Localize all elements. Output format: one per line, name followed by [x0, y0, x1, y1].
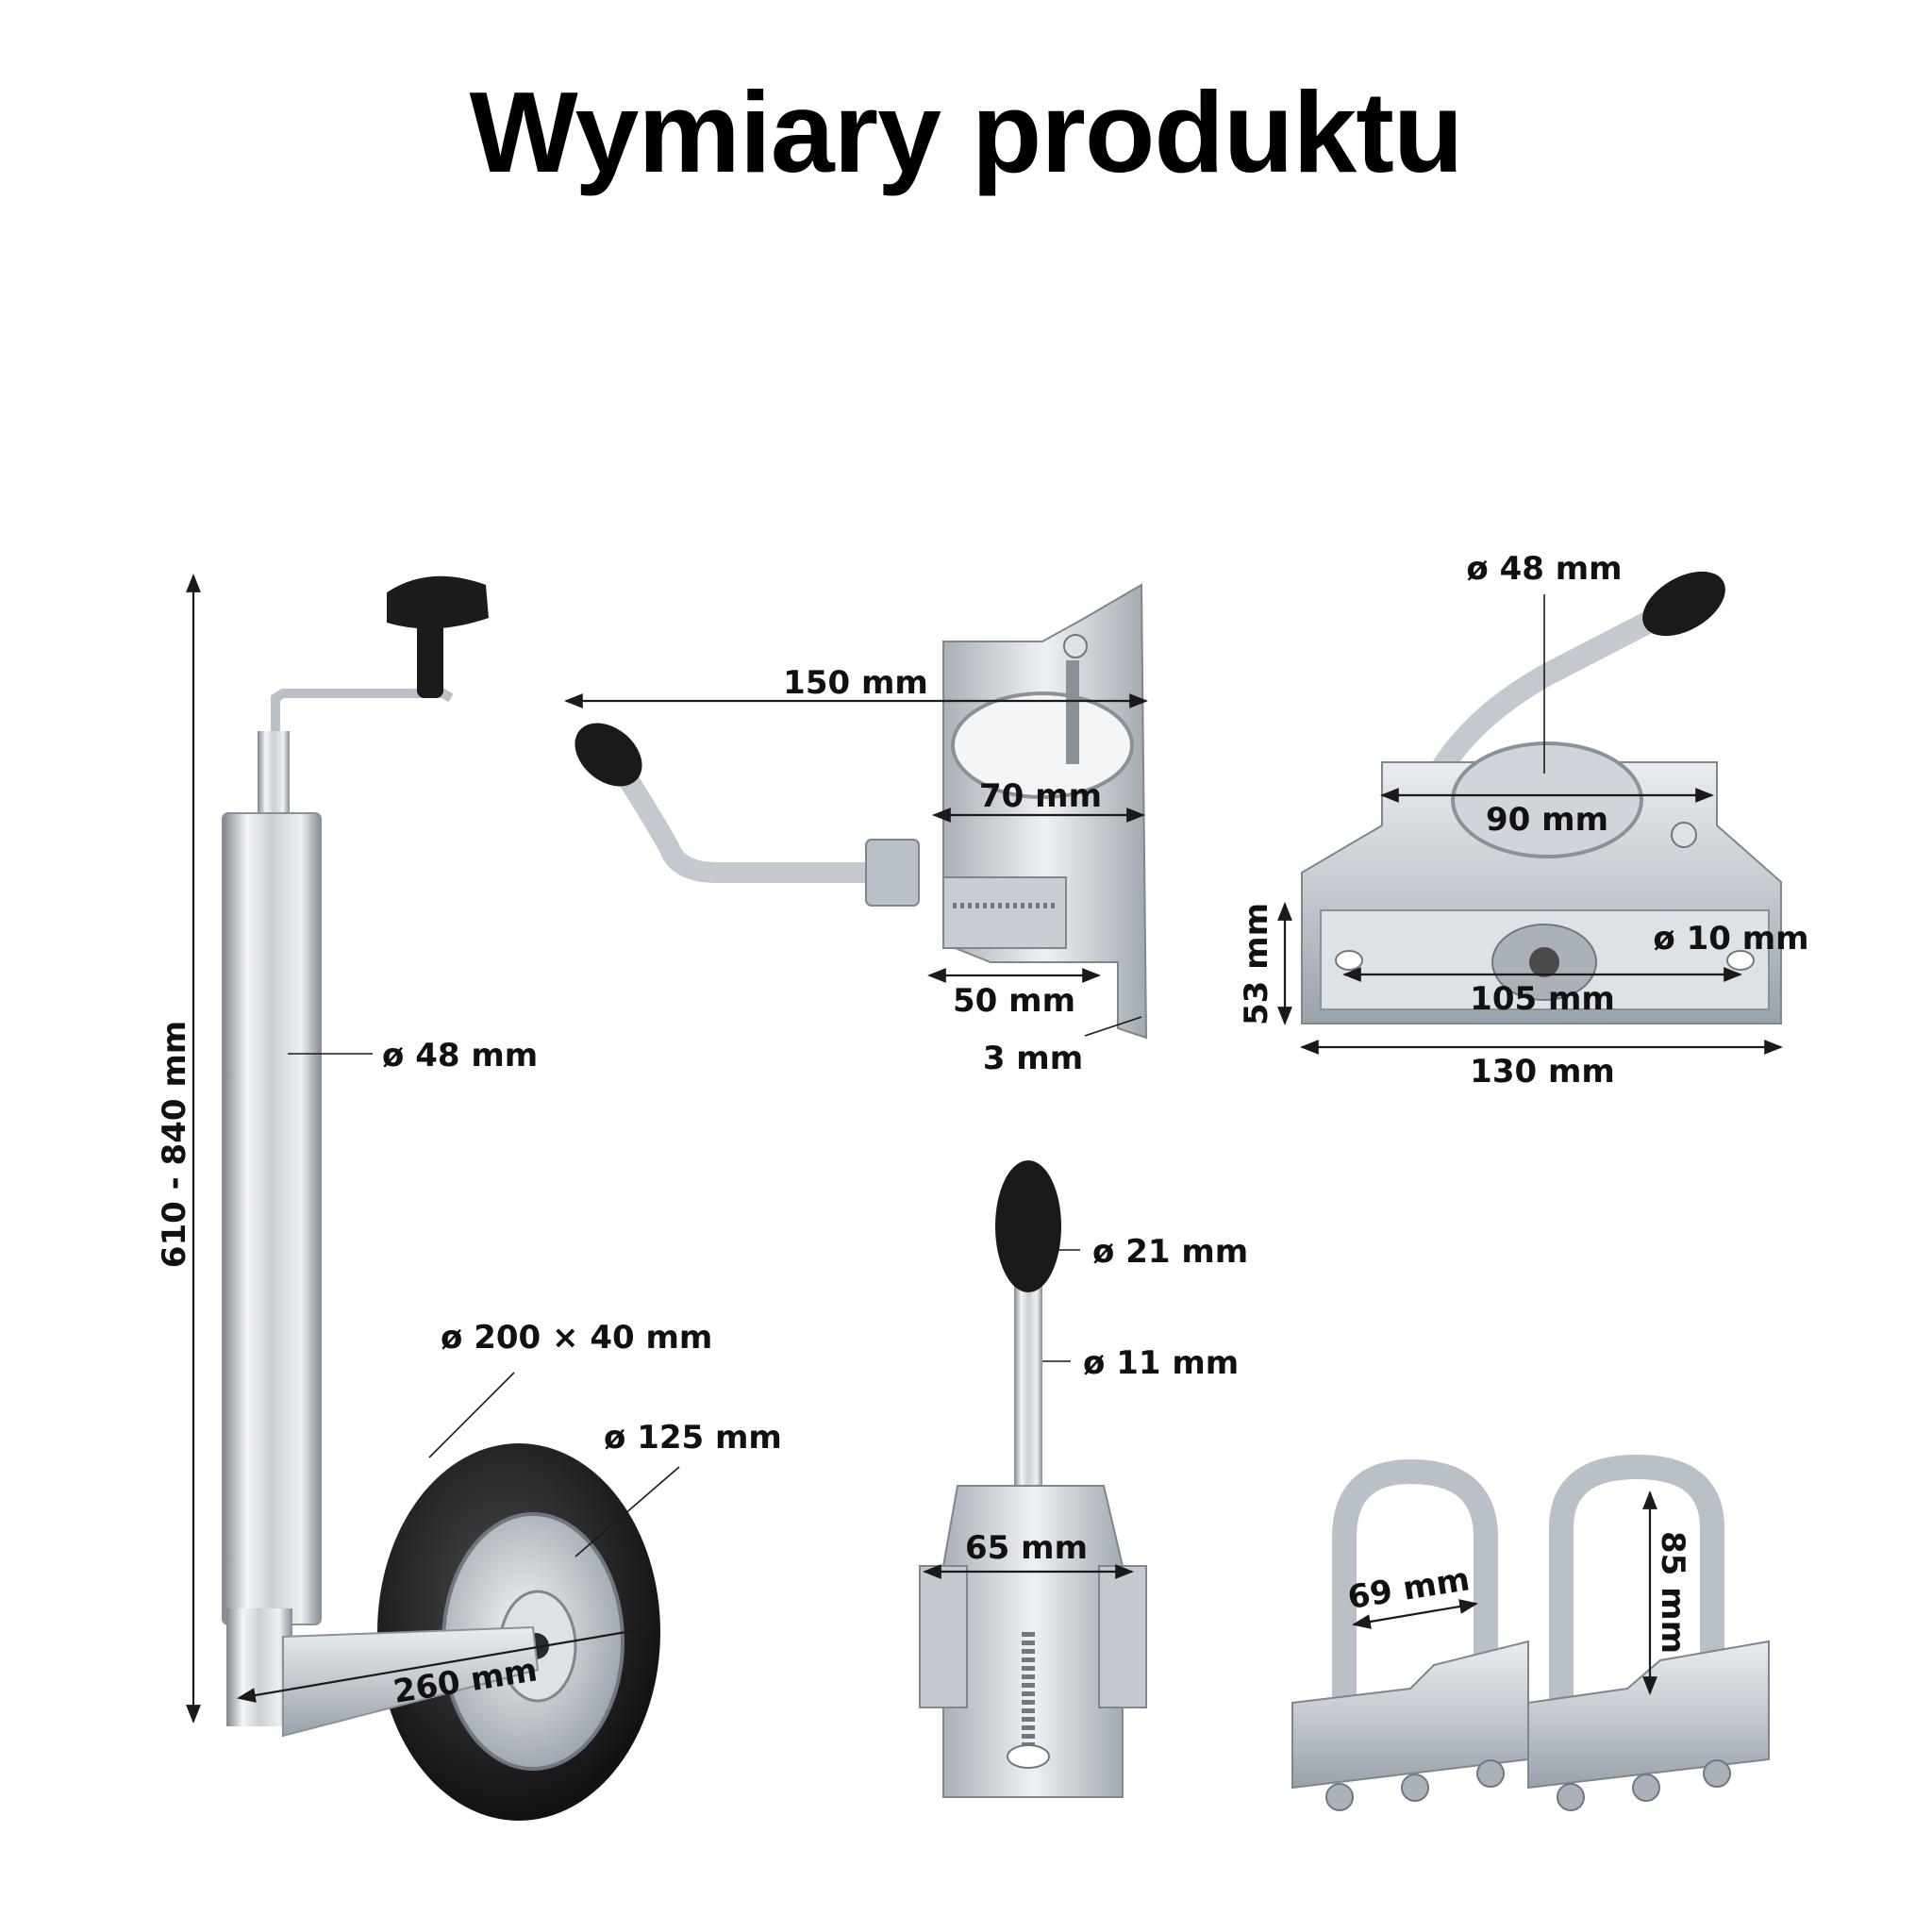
wheel-size-label: ø 200 × 40 mm	[441, 1319, 712, 1357]
upright-hole	[1007, 1744, 1050, 1769]
clamp-front-view	[1301, 571, 1782, 1024]
main-tube	[222, 812, 322, 1625]
body-width-label: 65 mm	[965, 1529, 1088, 1567]
clamp-ring	[951, 691, 1134, 799]
u-bolt-plate-left	[1291, 1640, 1529, 1790]
clamp-handle-rod	[593, 730, 892, 883]
u-bolt-nut-4	[1557, 1783, 1585, 1811]
page-title: Wymiary produktu	[469, 68, 1464, 196]
rod-diameter-label: ø 11 mm	[1083, 1344, 1239, 1382]
clamp-side-dimensions: 150 mm 70 mm 50 mm 3 mm	[564, 664, 1148, 1077]
front-handle-grip	[1642, 571, 1725, 637]
u-bolts	[1291, 1454, 1770, 1811]
front-screw	[1671, 822, 1697, 848]
rim-diameter-label: ø 125 mm	[604, 1419, 782, 1457]
spindle	[258, 731, 290, 816]
clamp-front-dimensions: ø 48 mm 90 mm 53 mm ø 10 mm 105 mm 130 m…	[1238, 550, 1809, 1091]
clamp-thread-channel	[942, 876, 1067, 949]
crank-shaft-grip	[417, 613, 443, 698]
wheel-leader	[428, 1372, 515, 1458]
crank-arm	[271, 689, 454, 734]
front-hole-left	[1335, 950, 1363, 971]
plate-width-label: 130 mm	[1470, 1053, 1615, 1091]
u-bolt-nut-2	[1401, 1774, 1429, 1802]
u-bolt-nut-5	[1632, 1774, 1660, 1802]
length-dim-line	[237, 1623, 656, 1703]
u-bolt-width-line	[1352, 1599, 1478, 1629]
handle-washer	[865, 839, 920, 907]
clamp-handle-grip	[575, 723, 642, 787]
upright-side-left	[919, 1565, 968, 1708]
front-bore	[1451, 741, 1643, 858]
hole-spacing-label: 105 mm	[1470, 980, 1615, 1018]
rim-leader	[575, 1466, 680, 1557]
u-bolt-right	[1549, 1454, 1724, 1745]
u-bolt-nut-1	[1325, 1783, 1354, 1811]
u-bolt-plate-right	[1527, 1640, 1770, 1790]
clamp-length-label: 150 mm	[783, 664, 928, 702]
clamp-base-width-label: 50 mm	[953, 982, 1075, 1020]
clamp-upright-view	[919, 1160, 1147, 1798]
upright-side-right	[1098, 1565, 1147, 1708]
crank-knob	[387, 575, 489, 629]
grip-diameter-label: ø 21 mm	[1092, 1233, 1248, 1271]
clamp-screw-head	[1063, 634, 1088, 658]
clamp-inner-width-label: 70 mm	[979, 777, 1102, 815]
opening-width-label: 90 mm	[1486, 801, 1608, 839]
tube-diameter-label: ø 48 mm	[382, 1037, 538, 1074]
u-bolt-nut-6	[1703, 1759, 1731, 1788]
clamp-upright-dimensions: ø 21 mm ø 11 mm 65 mm	[923, 1233, 1248, 1579]
upright-handle-grip	[995, 1160, 1061, 1292]
bore-diameter-label: ø 48 mm	[1466, 550, 1622, 588]
thickness-leader	[1084, 1016, 1142, 1037]
clamp-bolt	[1066, 660, 1079, 764]
front-nut-hole	[1529, 947, 1559, 977]
u-bolt-nut-3	[1476, 1759, 1505, 1788]
u-bolt-height-label: 85 mm	[1654, 1531, 1691, 1654]
u-bolt-left	[1332, 1458, 1498, 1745]
hole-diameter-label: ø 10 mm	[1653, 920, 1808, 958]
front-handle-rod	[1427, 592, 1695, 785]
clamp-thickness-label: 3 mm	[983, 1040, 1083, 1077]
front-height-label: 53 mm	[1238, 903, 1275, 1025]
jack-height-label: 610 - 840 mm	[156, 1021, 193, 1268]
